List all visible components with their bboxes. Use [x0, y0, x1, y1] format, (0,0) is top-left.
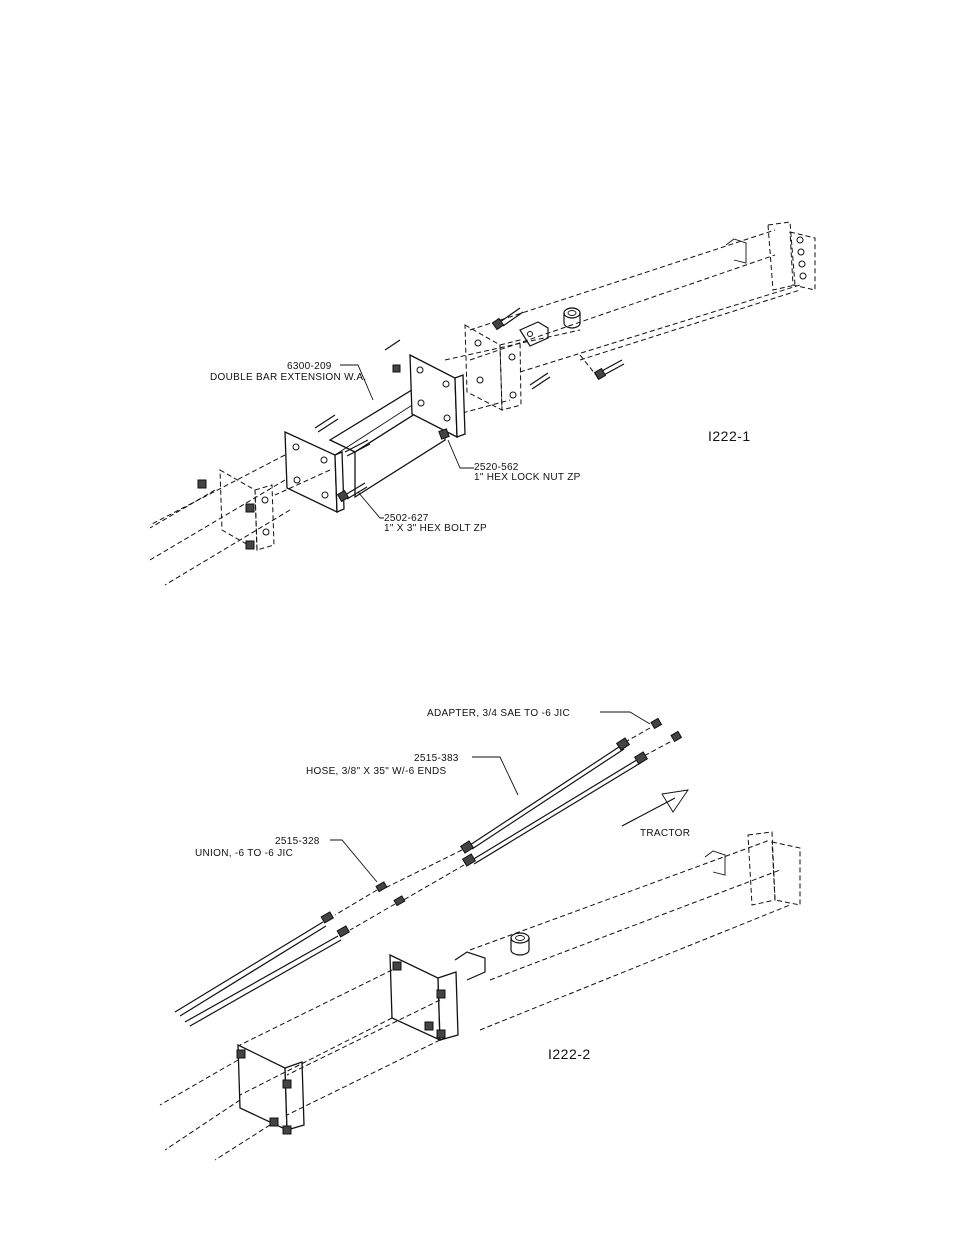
union-fittings — [335, 882, 405, 930]
hex-bolt-1 — [315, 415, 338, 432]
callout-2515-383: 2515-383 HOSE, 3/8" X 35" W/-6 ENDS — [306, 753, 518, 795]
short-hose-lower — [185, 926, 349, 1026]
adapter-fittings — [620, 718, 681, 758]
toolbar-tube-dashed — [470, 222, 815, 372]
short-hose-upper — [175, 912, 333, 1016]
callout-2502-627: 2502-627 1" X 3" HEX BOLT ZP — [358, 492, 487, 534]
figure-2: TRACTOR — [160, 708, 800, 1160]
callout-adapter: ADAPTER, 3/4 SAE TO -6 JIC — [427, 708, 650, 724]
svg-text:2515-328: 2515-328 — [275, 836, 320, 847]
svg-text:2515-383: 2515-383 — [414, 753, 459, 764]
toolbar-tube-2-dashed — [470, 832, 800, 1030]
rear-mount-plate — [465, 325, 521, 410]
callout-6300-209: 6300-209 DOUBLE BAR EXTENSION W.A. — [210, 361, 373, 400]
tractor-arrow: TRACTOR — [622, 790, 690, 839]
hex-bolt-4 — [385, 340, 400, 372]
svg-text:UNION, -6 TO -6 JIC: UNION, -6 TO -6 JIC — [195, 848, 293, 859]
callout-2520-562: 2520-562 1" HEX LOCK NUT ZP — [448, 440, 581, 483]
svg-text:HOSE, 3/8" X 35" W/-6 ENDS: HOSE, 3/8" X 35" W/-6 ENDS — [306, 766, 447, 777]
collar-2 — [511, 933, 529, 955]
svg-text:1" HEX LOCK NUT ZP: 1" HEX LOCK NUT ZP — [474, 472, 581, 483]
hose-lower — [463, 752, 648, 866]
bolt-upper-2 — [595, 360, 624, 379]
front-plate-2 — [237, 1045, 304, 1134]
bolt-upper-3 — [530, 373, 550, 389]
figure-1: 6300-209 DOUBLE BAR EXTENSION W.A. 2520-… — [150, 222, 815, 585]
hose-upper — [461, 738, 630, 853]
svg-text:1" X 3" HEX BOLT ZP: 1" X 3" HEX BOLT ZP — [384, 523, 487, 534]
rear-plate-2 — [390, 952, 485, 1040]
figure-id-1: I222-1 — [708, 428, 751, 444]
bolt-upper-1 — [492, 308, 523, 330]
callout-2515-328: 2515-328 UNION, -6 TO -6 JIC — [195, 836, 377, 882]
figure-id-2: I222-2 — [548, 1046, 591, 1062]
svg-text:DOUBLE BAR EXTENSION W.A.: DOUBLE BAR EXTENSION W.A. — [210, 372, 366, 383]
svg-text:6300-209: 6300-209 — [287, 361, 332, 372]
front-mount-plate — [198, 470, 274, 550]
svg-text:TRACTOR: TRACTOR — [640, 828, 690, 839]
svg-text:ADAPTER, 3/4 SAE TO -6 JIC: ADAPTER, 3/4 SAE TO -6 JIC — [427, 708, 570, 719]
